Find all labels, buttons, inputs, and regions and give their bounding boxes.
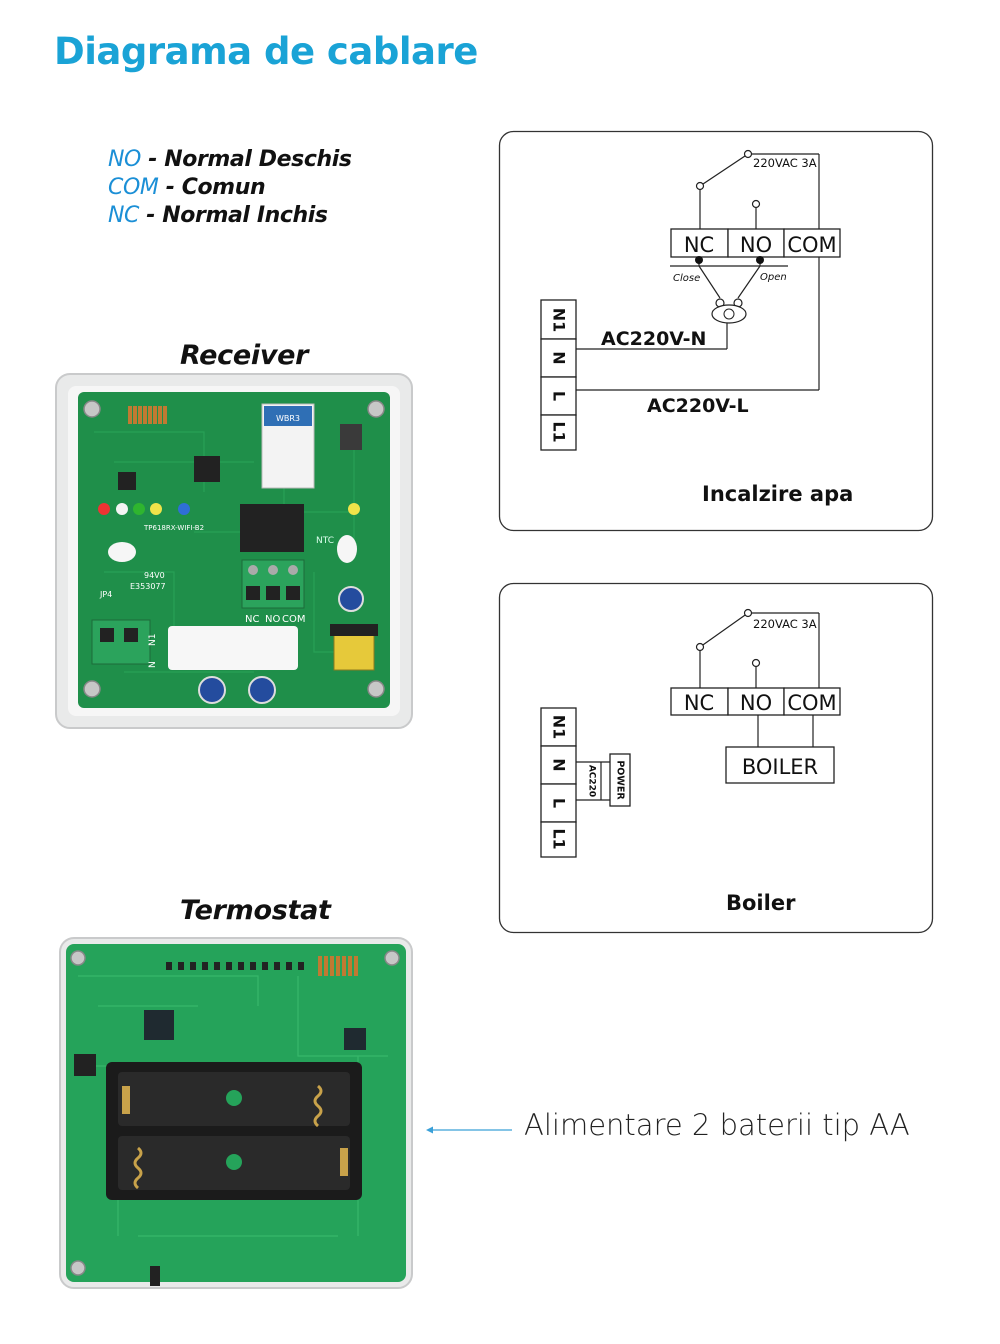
legend-desc: - Comun <box>158 175 266 200</box>
contact-nc-label: NC <box>684 233 714 257</box>
diagram-caption: Incalzire apa <box>702 482 853 506</box>
line-wire-label: AC220V-L <box>647 395 749 417</box>
model-text: TP618RX-WIFI-B2 <box>143 524 204 532</box>
contact-nc-box <box>670 687 729 716</box>
terminal-no-label: NO <box>265 614 280 625</box>
contact-no-label: NO <box>740 691 772 715</box>
legend-desc: - Normal Inchis <box>139 203 328 228</box>
contact-com-box <box>783 228 841 258</box>
ac220-label: AC220 <box>587 765 597 797</box>
ntc-label: NTC <box>316 536 334 546</box>
terminal-n: N <box>550 758 569 771</box>
receiver-label: Receiver <box>180 340 309 371</box>
relay-rating: 220VAC 3A <box>753 617 817 631</box>
terminal-nc-label: NC <box>245 614 259 625</box>
terminal-l1: L1 <box>550 828 569 849</box>
close-label: Close <box>673 273 700 284</box>
terminal-com-label: COM <box>282 614 305 625</box>
terminal-n1: N1 <box>550 308 569 333</box>
diagram-water-heating: 220VAC 3A NC NO COM Close Open N1 N L L1 <box>498 130 934 532</box>
terminal-n: N <box>550 351 569 364</box>
legend: NO - Normal Deschis COM - Comun NC - Nor… <box>108 146 352 230</box>
valve-icon <box>711 298 747 324</box>
power-label: POWER <box>615 760 626 800</box>
contact-com-label: COM <box>787 233 836 257</box>
neutral-wire-label: AC220V-N <box>601 328 706 350</box>
battery-note: Alimentare 2 baterii tip AA <box>524 1108 910 1142</box>
terminal-l: L <box>550 391 569 401</box>
contact-com-box <box>783 687 841 716</box>
terminal-l: L <box>550 798 569 808</box>
contact-com-label: COM <box>787 691 836 715</box>
boiler-box <box>725 746 835 784</box>
legend-item-no: NO - Normal Deschis <box>108 146 352 174</box>
arrow-icon <box>426 1126 512 1134</box>
terminal-n1: N1 <box>550 715 569 740</box>
contact-no-box <box>727 228 785 258</box>
legend-abbr: COM <box>108 175 159 200</box>
power-box <box>609 753 631 807</box>
page-title: Diagrama de cablare <box>54 30 478 73</box>
diagram-boiler: 220VAC 3A NC NO COM BOILER N1 N L L1 POW… <box>498 582 934 934</box>
cert-text: 94V0 <box>144 571 165 580</box>
module-label: WBR3 <box>276 414 300 423</box>
legend-abbr: NO <box>108 147 141 172</box>
contact-nc-label: NC <box>684 691 714 715</box>
contact-no-label: NO <box>740 233 772 257</box>
open-label: Open <box>760 272 787 283</box>
left-terminal-n1: N1 <box>148 634 158 646</box>
legend-item-nc: NC - Normal Inchis <box>108 202 352 230</box>
relay-rating: 220VAC 3A <box>753 156 817 170</box>
cert-code: E353077 <box>130 582 166 591</box>
contact-nc-box <box>670 228 729 258</box>
jp4-label: JP4 <box>99 590 112 599</box>
legend-item-com: COM - Comun <box>108 174 352 202</box>
left-terminal-n: N <box>148 661 158 668</box>
termostat-label: Termostat <box>180 895 331 926</box>
diagram-caption: Boiler <box>726 891 796 915</box>
termostat-board-image <box>59 937 413 1289</box>
boiler-label: BOILER <box>742 755 818 779</box>
terminal-l1: L1 <box>550 421 569 442</box>
legend-desc: - Normal Deschis <box>140 147 352 172</box>
legend-abbr: NC <box>108 203 140 228</box>
receiver-board-image: WBR3 TP618RX-WIFI-B2 NTC 94V0 E353077 JP… <box>55 373 413 729</box>
